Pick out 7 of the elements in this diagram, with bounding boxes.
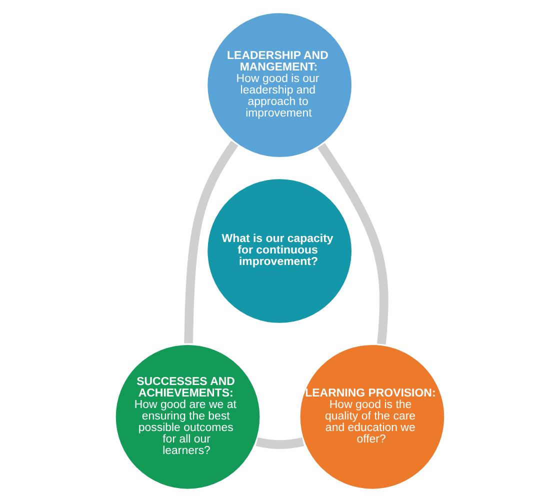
node-circle: SUCCESSES AND ACHIEVEMENTS: How good are we at ensuring the best possible outcomes for all our learners? <box>113 342 262 492</box>
node-circle: LEARNING PROVISION: How good is the quality of the care and education we offer? <box>298 342 447 492</box>
connector <box>184 140 238 344</box>
connector <box>256 437 304 449</box>
node-circle: LEADERSHIP AND MANGEMENT: How good is our leadership and approach to improvement <box>204 10 354 160</box>
connector <box>317 143 388 344</box>
node-circle: What is our capacity for continuous improvement? <box>204 176 354 326</box>
